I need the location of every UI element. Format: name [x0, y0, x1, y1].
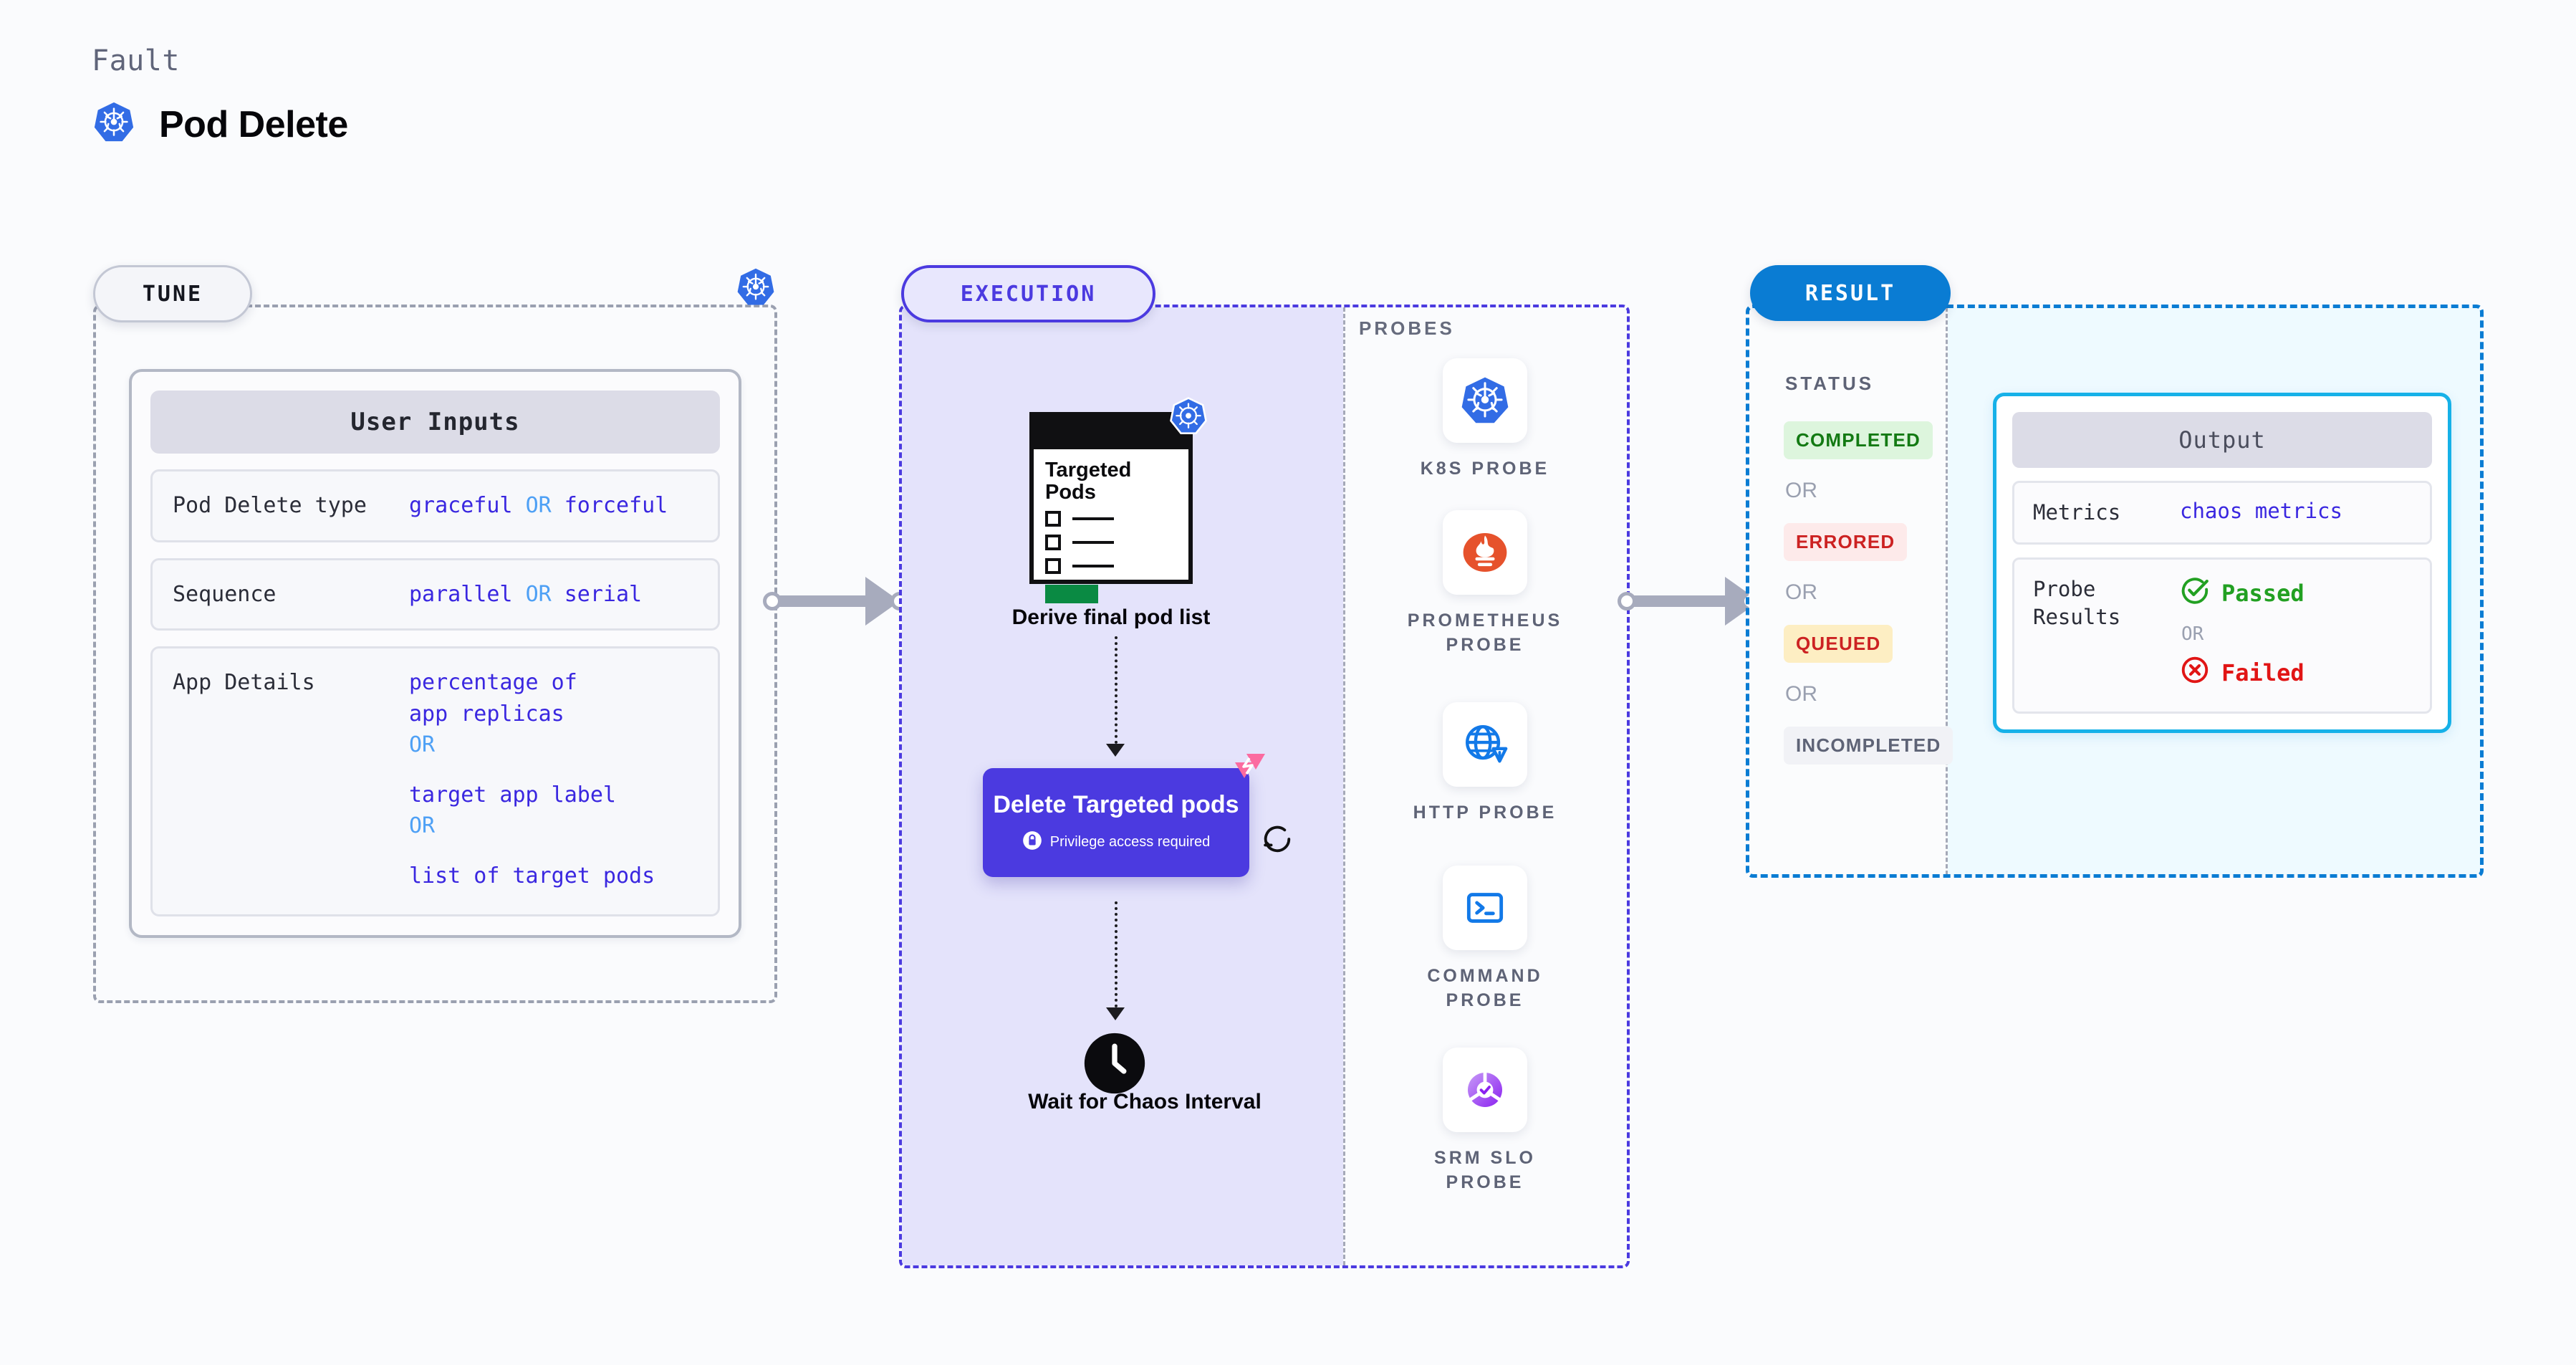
status-column	[1749, 307, 1948, 875]
row-key: App Details	[173, 670, 315, 695]
or-separator: OR	[409, 732, 436, 757]
probe-result-label: Passed	[2221, 579, 2305, 607]
table-row: Sequence parallel OR serial	[150, 557, 720, 631]
status-badge: COMPLETED	[1784, 421, 1933, 459]
checkbox-icon	[1045, 511, 1061, 527]
probe-result-passed: Passed	[2180, 575, 2305, 610]
table-row: Probe Results Passed OR	[2012, 557, 2432, 714]
user-inputs-title: User Inputs	[150, 391, 720, 454]
row-key: Metrics	[2033, 500, 2121, 525]
row-value: chaos metrics	[2180, 499, 2342, 523]
clock-icon	[1083, 1032, 1146, 1098]
probe-label: SRM SLO PROBE	[1434, 1148, 1536, 1192]
output-title: Output	[2012, 412, 2432, 468]
checkbox-icon	[1045, 535, 1061, 551]
line-placeholder	[1072, 541, 1114, 545]
derive-pod-list-label: Derive final pod list	[1011, 605, 1211, 629]
page-header: Fault	[92, 44, 348, 148]
status-badge: INCOMPLETED	[1784, 727, 1953, 765]
table-row: Pod Delete type graceful OR forceful	[150, 469, 720, 542]
probe-result-failed: Failed	[2180, 655, 2305, 690]
tune-pill[interactable]: TUNE	[93, 265, 252, 322]
output-card: Output Metrics chaos metrics Probe Resul…	[1993, 393, 2451, 734]
delete-targeted-pods-node[interactable]: Delete Targeted pods Privilege access re…	[983, 754, 1265, 877]
kubernetes-icon	[1168, 396, 1208, 440]
harness-chaos-icon	[1225, 752, 1267, 790]
probe-label: K8S PROBE	[1420, 459, 1550, 479]
or-separator: OR	[525, 493, 552, 518]
row-key: Probe Results	[2033, 577, 2121, 630]
wait-for-chaos-interval-label: Wait for Chaos Interval	[1028, 1090, 1261, 1113]
check-circle-icon	[2180, 575, 2210, 610]
delete-node-title: Delete Targeted pods	[993, 791, 1239, 819]
kubernetes-icon	[1443, 358, 1527, 443]
list-item	[1045, 511, 1177, 527]
kubernetes-icon	[92, 100, 136, 148]
execution-pill[interactable]: EXECUTION	[901, 265, 1155, 322]
probe-label: PROMETHEUS PROBE	[1407, 610, 1563, 655]
fault-title-row: Pod Delete	[92, 100, 348, 148]
or-separator: OR	[1785, 682, 1817, 706]
status-badge: QUEUED	[1784, 625, 1893, 663]
retry-icon[interactable]	[1261, 823, 1294, 859]
line-placeholder	[1072, 517, 1114, 521]
row-key: Pod Delete type	[173, 493, 367, 518]
globe-warning-icon	[1443, 702, 1527, 787]
flow-connector	[1115, 901, 1118, 1007]
flow-arrowhead	[1106, 744, 1125, 757]
list-item	[1045, 558, 1177, 575]
list-item	[1045, 535, 1177, 551]
row-value: percentage of app replicas OR target app…	[409, 670, 655, 889]
privilege-text: Privilege access required	[1049, 833, 1211, 850]
probe-result-label: Failed	[2221, 658, 2305, 686]
progress-bar	[1045, 585, 1098, 604]
status-section-label: STATUS	[1785, 373, 1875, 394]
probes-section-label: PROBES	[1359, 317, 1455, 339]
or-separator: OR	[2181, 623, 2204, 646]
x-circle-icon	[2180, 655, 2210, 690]
probe-k8s[interactable]: K8S PROBE	[1395, 358, 1575, 482]
row-value: Passed OR Failed	[2180, 575, 2305, 690]
flow-connector	[1115, 636, 1118, 744]
or-separator: OR	[525, 581, 552, 607]
row-key: Sequence	[173, 581, 277, 607]
checkbox-icon	[1045, 558, 1061, 575]
card-titlebar	[1034, 416, 1188, 449]
flow-arrowhead	[1106, 1007, 1125, 1020]
or-separator: OR	[409, 813, 436, 838]
user-inputs-card: User Inputs Pod Delete type graceful OR …	[129, 369, 741, 938]
row-value: parallel OR serial	[409, 581, 643, 607]
or-separator: OR	[1785, 580, 1817, 604]
probe-command[interactable]: COMMAND PROBE	[1395, 866, 1575, 1013]
srm-slo-icon	[1443, 1048, 1527, 1132]
tune-panel	[93, 305, 777, 1003]
kubernetes-icon	[735, 267, 777, 312]
terminal-icon	[1443, 866, 1527, 950]
probe-http[interactable]: HTTP PROBE	[1395, 702, 1575, 825]
probe-label: HTTP PROBE	[1413, 803, 1557, 823]
prometheus-icon	[1443, 510, 1527, 595]
execution-panel	[899, 305, 1630, 1268]
result-pill[interactable]: RESULT	[1750, 265, 1951, 321]
line-placeholder	[1072, 565, 1114, 568]
table-row: App Details percentage of app replicas O…	[150, 646, 720, 916]
probe-label: COMMAND PROBE	[1427, 966, 1543, 1010]
lock-icon	[1022, 830, 1042, 854]
fault-eyebrow: Fault	[92, 44, 180, 77]
result-panel	[1746, 305, 2484, 878]
row-value: graceful OR forceful	[409, 493, 668, 518]
privilege-badge: Privilege access required	[1022, 830, 1210, 854]
targeted-pods-node[interactable]: Targeted Pods Derive final pod list	[1012, 397, 1210, 630]
table-row: Metrics chaos metrics	[2012, 481, 2432, 545]
page-title: Pod Delete	[159, 103, 348, 145]
probe-srm-slo[interactable]: SRM SLO PROBE	[1395, 1048, 1575, 1195]
or-separator: OR	[1785, 479, 1817, 502]
status-badge: ERRORED	[1784, 523, 1908, 561]
targeted-pods-title: Targeted Pods	[1045, 459, 1132, 504]
probe-prometheus[interactable]: PROMETHEUS PROBE	[1395, 510, 1575, 658]
targeted-pods-card: Targeted Pods	[1029, 397, 1207, 604]
